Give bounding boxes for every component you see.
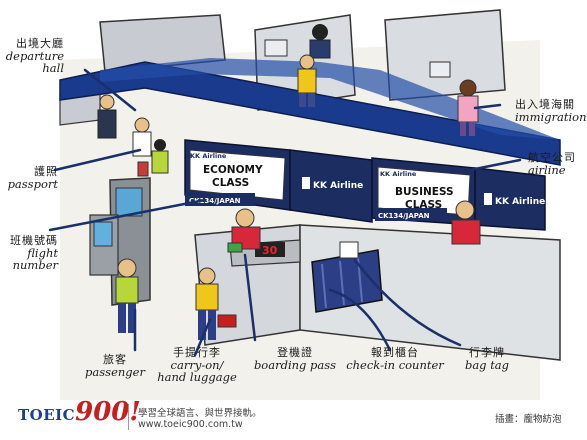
label-check-in-counter: 報到櫃台 check-in counter — [345, 347, 445, 371]
label-flight-number-zh: 班機號碼 — [10, 234, 58, 247]
economy-class-sign: ECONOMY CLASS KK Airline CK134/JAPAN — [184, 139, 291, 211]
label-bag-tag: 行李牌 bag tag — [452, 347, 522, 371]
label-boarding-pass-zh: 登機證 — [277, 346, 313, 359]
economy-clerk — [227, 208, 261, 253]
traveler-yellow — [297, 54, 317, 107]
passenger-figure — [115, 258, 139, 333]
label-bag-tag-zh: 行李牌 — [469, 346, 505, 359]
illustration-credit: 插畫：龐物紡泡 — [495, 414, 562, 425]
counter-number-display: 30 — [262, 244, 278, 257]
business-sign-line1: BUSINESS — [395, 186, 454, 198]
airline-logo-text-2: KK Airline — [495, 197, 545, 207]
label-passenger: 旅客 passenger — [80, 354, 150, 378]
label-departure-hall-en1: departure — [5, 48, 64, 63]
airline-logo-sign-1: KK Airline — [289, 149, 373, 223]
economy-sign-flight-code: CK134/JAPAN — [189, 197, 241, 205]
business-sign-flight-code: CK134/JAPAN — [378, 212, 430, 220]
overhead-banner — [59, 61, 561, 166]
label-carry-on-zh: 手提行李 — [173, 346, 221, 359]
carry-on-passenger — [195, 267, 237, 340]
toeic-logo: TOEIC900! — [18, 397, 141, 427]
label-boarding-pass-en: boarding pass — [253, 357, 337, 372]
label-passenger-en: passenger — [85, 364, 145, 379]
bag-tag-card — [339, 241, 359, 259]
business-class-sign: KK Airline BUSINESS CLASS CK134/JAPAN — [371, 157, 476, 226]
label-airline-zh: 航空公司 — [528, 151, 576, 164]
business-clerk — [451, 200, 481, 245]
label-immigration-en: immigration — [515, 109, 587, 124]
footer-divider — [128, 404, 129, 430]
boarding-pass-card — [227, 242, 243, 253]
callout-lines — [48, 68, 522, 357]
label-immigration: 出入境海關 immigration — [515, 99, 587, 123]
label-flight-number-en2: number — [12, 257, 58, 272]
immigration-traveler — [457, 79, 479, 136]
label-bag-tag-en: bag tag — [464, 357, 510, 372]
airline-logo-text-1: KK Airline — [313, 181, 363, 191]
hand-luggage — [217, 314, 237, 328]
label-passenger-zh: 旅客 — [103, 353, 127, 366]
footer-url: www.toeic900.com.tw — [138, 419, 243, 430]
label-passport-en: passport — [7, 176, 58, 191]
label-check-in-counter-en: check-in counter — [346, 357, 444, 372]
label-departure-hall-zh: 出境大廳 — [16, 37, 64, 50]
airline-logo-sign-2: KK Airline — [474, 167, 546, 231]
label-boarding-pass: 登機證 boarding pass — [250, 347, 340, 371]
footer-slogan: 學習全球語言、與世界接軌。 — [138, 408, 262, 419]
label-airline: 航空公司 airline — [528, 152, 587, 176]
label-airline-en: airline — [528, 162, 566, 177]
economy-sign-line2: CLASS — [212, 177, 249, 189]
label-carry-on-en1: carry-on/ — [170, 357, 224, 372]
immigration-officer — [309, 24, 331, 59]
label-passport: 護照 passport — [0, 166, 58, 190]
label-passport-zh: 護照 — [34, 165, 58, 178]
economy-sign-airline: KK Airline — [190, 152, 227, 160]
label-check-in-counter-zh: 報到櫃台 — [371, 346, 419, 359]
logo-text: TOEIC — [18, 406, 76, 424]
label-carry-on-en2: hand luggage — [157, 369, 237, 384]
label-departure-hall: 出境大廳 departure hall — [4, 38, 64, 74]
security-guard — [97, 94, 117, 139]
label-immigration-zh: 出入境海關 — [515, 98, 575, 111]
business-sign-airline: KK Airline — [380, 170, 417, 178]
label-carry-on: 手提行李 carry-on/ hand luggage — [152, 347, 242, 383]
label-flight-number: 班機號碼 flight number — [0, 235, 58, 271]
logo-number: 900! — [75, 397, 141, 427]
label-departure-hall-en2: hall — [42, 60, 64, 75]
economy-sign-line1: ECONOMY — [203, 164, 263, 176]
label-flight-number-en1: flight — [27, 245, 58, 260]
suitcase — [311, 241, 383, 313]
